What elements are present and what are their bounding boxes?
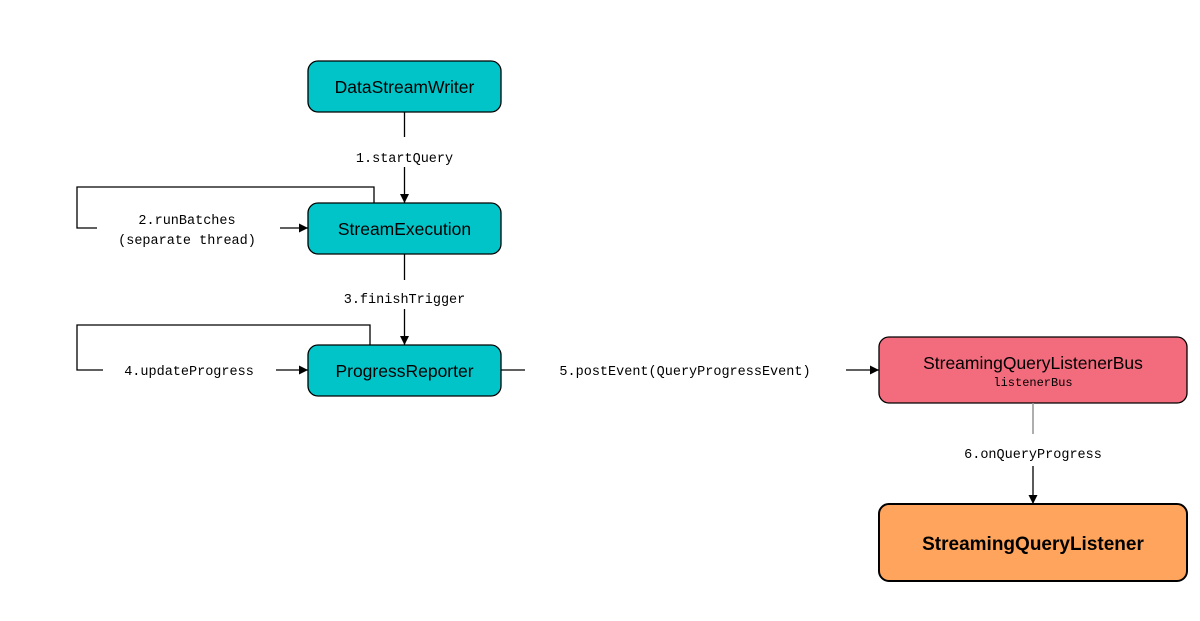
edge-on-query-progress-label: 6.onQueryProgress [964, 448, 1102, 463]
edge-run-batches-loop [76, 186, 375, 229]
edge-post-event-label: 5.postEvent(QueryProgressEvent) [559, 365, 810, 380]
node-listener-bus-sublabel: listenerBus [993, 376, 1072, 390]
edge-run-batches: 2.runBatches (separate thread) [76, 186, 375, 249]
edge-start-query-label: 1.startQuery [356, 152, 453, 167]
node-stream-execution: StreamExecution [307, 202, 502, 255]
edge-post-event: 5.postEvent(QueryProgressEvent) [501, 365, 879, 380]
node-stream-execution-label: StreamExecution [338, 219, 471, 239]
edge-run-batches-label-1: 2.runBatches [138, 214, 235, 229]
node-progress-reporter: ProgressReporter [307, 344, 502, 397]
node-listener-bus: StreamingQueryListenerBus listenerBus [878, 336, 1188, 404]
edge-update-progress-label: 4.updateProgress [124, 365, 254, 380]
edge-start-query: 1.startQuery [356, 112, 453, 203]
node-listener-label: StreamingQueryListener [922, 534, 1144, 555]
node-listener-bus-label: StreamingQueryListenerBus [923, 353, 1143, 373]
edge-update-progress-loop [76, 324, 371, 371]
edge-update-progress: 4.updateProgress [76, 324, 371, 380]
node-progress-reporter-label: ProgressReporter [335, 361, 473, 381]
node-data-stream-writer: DataStreamWriter [307, 60, 502, 113]
edge-run-batches-label-2: (separate thread) [118, 234, 256, 249]
edge-finish-trigger-label: 3.finishTrigger [344, 293, 466, 308]
edge-finish-trigger: 3.finishTrigger [344, 254, 466, 345]
edge-on-query-progress: 6.onQueryProgress [964, 403, 1102, 504]
node-data-stream-writer-label: DataStreamWriter [335, 77, 475, 97]
node-listener: StreamingQueryListener [878, 503, 1188, 582]
